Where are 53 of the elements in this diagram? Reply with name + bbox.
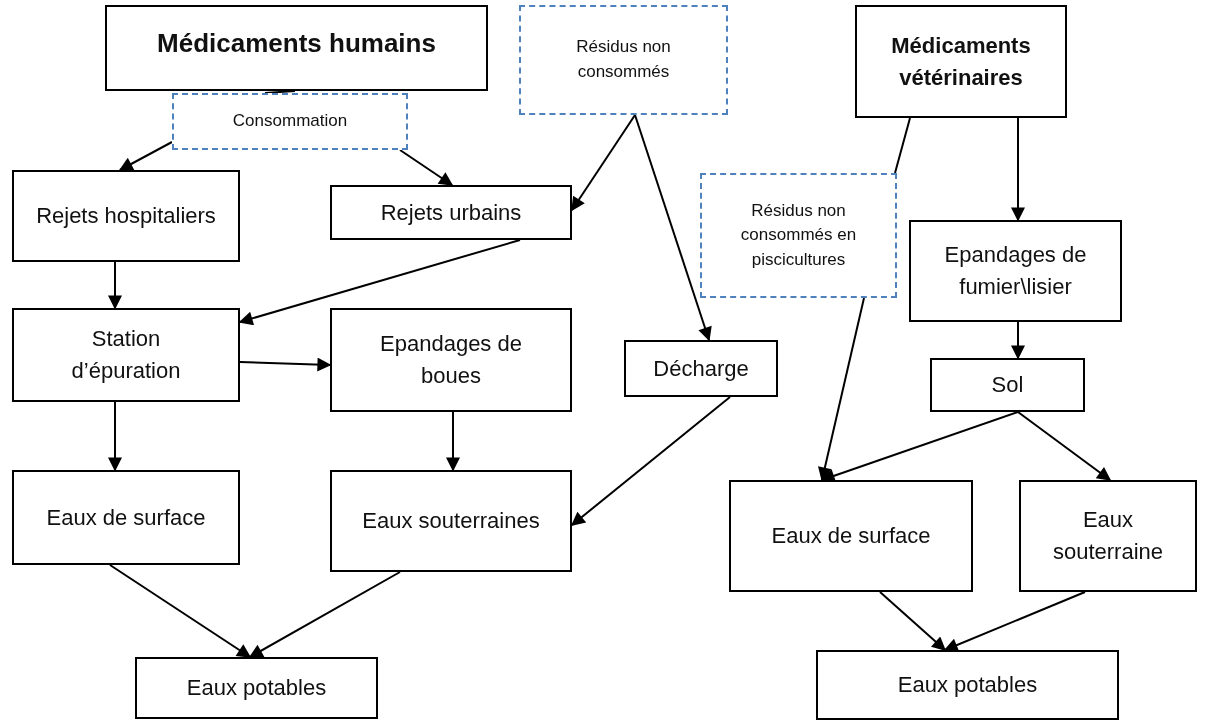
process-box [729,480,973,592]
arrow [118,141,173,171]
arrow [1011,321,1025,360]
node-label: Eaux potables [185,674,328,703]
arrow [879,591,947,651]
arrow [820,411,1019,483]
arrow [108,401,122,472]
process-box [816,650,1119,720]
dashed-box [172,93,408,150]
process-box [135,657,378,719]
arrow [248,571,401,658]
process-box [909,220,1122,322]
node-label: Résidus non consommés [575,36,672,83]
process-box [855,5,1067,118]
arrow [943,591,1086,652]
node-label: Rejets urbains [379,198,523,227]
arrow [818,297,865,482]
arrow [571,114,636,212]
node-label: Epandages de fumier\lisier [943,241,1088,301]
process-box [330,470,572,572]
node-label: Médicaments humains [156,27,437,60]
node-label: Eaux souterraines [361,507,541,536]
node-label: Médicaments vétérinaires [890,31,1032,92]
arrow [446,411,460,472]
arrow [109,564,252,658]
node-label: Epandages de boues [379,330,523,390]
process-box [330,185,572,240]
node-label: Consommation [231,110,349,133]
process-box [12,470,240,565]
arrow [108,261,122,310]
node-label: Eaux de surface [770,522,932,551]
dashed-box [519,5,728,115]
process-box [1019,480,1197,592]
node-label: Décharge [652,354,750,383]
node-label: Rejets hospitaliers [35,202,217,231]
process-box [105,5,488,91]
node-label: Résidus non consommés en piscicultures [739,199,858,271]
arrow [1011,117,1025,222]
node-label: Eaux souterraine [1051,506,1165,566]
process-box [624,340,778,397]
process-box [330,308,572,412]
node-label: Sol [990,371,1025,400]
arrow [399,149,454,186]
process-box [12,170,240,262]
process-box [12,308,240,402]
arrow [1017,411,1112,481]
process-box [930,358,1085,412]
node-label: Station d’épuration [70,325,182,385]
dashed-box [700,173,897,298]
arrow [239,357,332,372]
node-label: Eaux de surface [45,503,207,532]
node-label: Eaux potables [896,671,1039,700]
arrow [634,114,712,342]
